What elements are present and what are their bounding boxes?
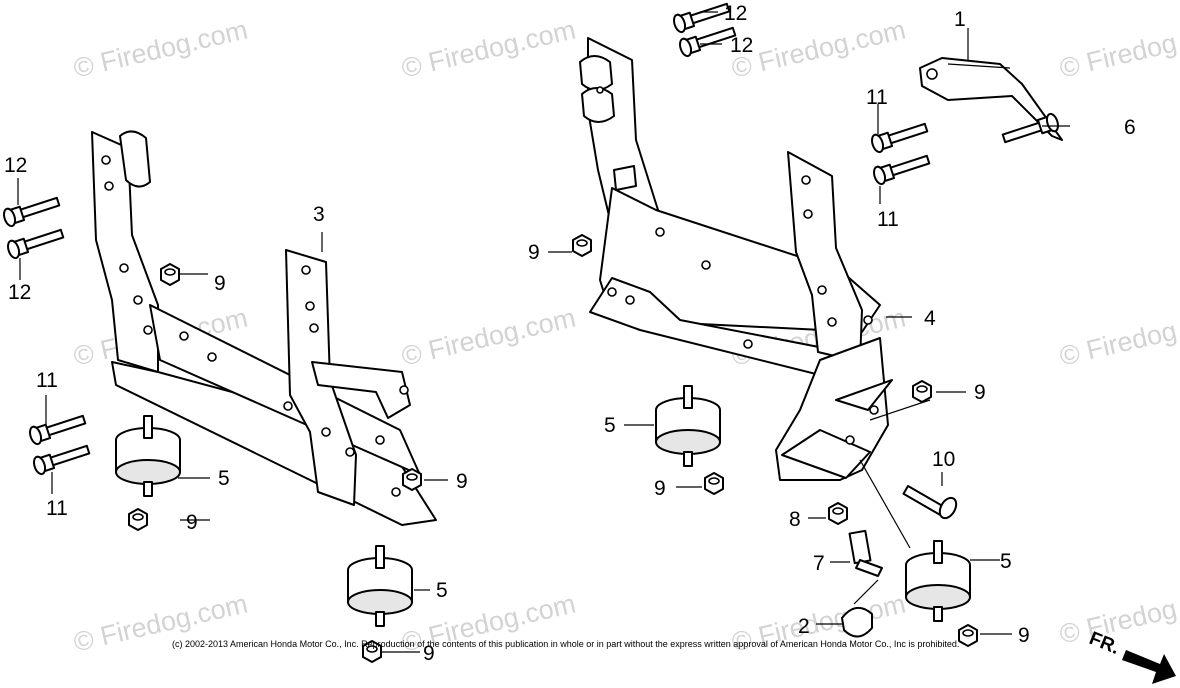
- leader-lines: [17, 11, 1070, 653]
- callout-5: 5: [218, 467, 230, 490]
- stud-part-7: [848, 529, 883, 577]
- flange-nut: [160, 263, 180, 286]
- callout-6: 6: [1124, 116, 1136, 139]
- callout-1: 1: [954, 8, 966, 31]
- callout-9: 9: [423, 642, 435, 665]
- flange-bolt: [677, 26, 737, 59]
- flange-nut: [958, 624, 978, 647]
- callout-9: 9: [186, 511, 198, 534]
- rubber-mount: [115, 415, 181, 497]
- right-frame-assembly: [579, 37, 893, 481]
- callout-9: 9: [974, 381, 986, 404]
- callout-3: 3: [313, 203, 325, 226]
- copyright-notice: (c) 2002-2013 American Honda Motor Co., …: [172, 639, 960, 649]
- callout-4: 4: [924, 307, 936, 330]
- callout-5: 5: [436, 579, 448, 602]
- callout-10: 10: [932, 448, 956, 471]
- callout-5: 5: [1000, 550, 1012, 573]
- bolt-part-10: [902, 485, 958, 520]
- callout-11: 11: [46, 497, 68, 520]
- flange-bolt: [31, 444, 91, 477]
- bracket-part-1: [919, 57, 1063, 141]
- callout-8: 8: [789, 508, 801, 531]
- callout-11: 11: [877, 208, 899, 231]
- flange-bolt: [871, 154, 931, 187]
- rubber-mount: [905, 540, 971, 622]
- callout-5: 5: [604, 414, 616, 437]
- callout-2: 2: [798, 615, 810, 638]
- callout-12: 12: [724, 2, 748, 25]
- cap-part-2: [841, 607, 873, 638]
- front-direction-arrow: [1122, 650, 1176, 684]
- rubber-mount: [347, 545, 413, 627]
- flange-nut: [704, 472, 724, 495]
- callout-11: 11: [36, 369, 58, 392]
- callout-9: 9: [456, 470, 468, 493]
- rubber-mount: [655, 385, 721, 467]
- flange-nut: [912, 380, 932, 403]
- flange-bolt: [27, 414, 87, 447]
- flange-bolt: [1001, 111, 1061, 144]
- flange-bolt: [671, 2, 731, 35]
- flange-nut: [572, 234, 592, 257]
- callout-9: 9: [528, 241, 540, 264]
- nut-part-8: [828, 502, 848, 525]
- callout-12: 12: [8, 281, 32, 304]
- callout-7: 7: [813, 552, 825, 575]
- flange-nut: [402, 468, 422, 491]
- callout-12: 12: [730, 34, 754, 57]
- callout-9: 9: [1018, 624, 1030, 647]
- callout-9: 9: [214, 272, 226, 295]
- callout-12: 12: [4, 154, 28, 177]
- callout-9: 9: [654, 477, 666, 500]
- callout-11: 11: [866, 86, 888, 109]
- flange-bolt: [5, 228, 65, 261]
- flange-bolt: [1, 196, 61, 229]
- left-frame-assembly: [91, 130, 437, 526]
- flange-nut: [128, 508, 148, 531]
